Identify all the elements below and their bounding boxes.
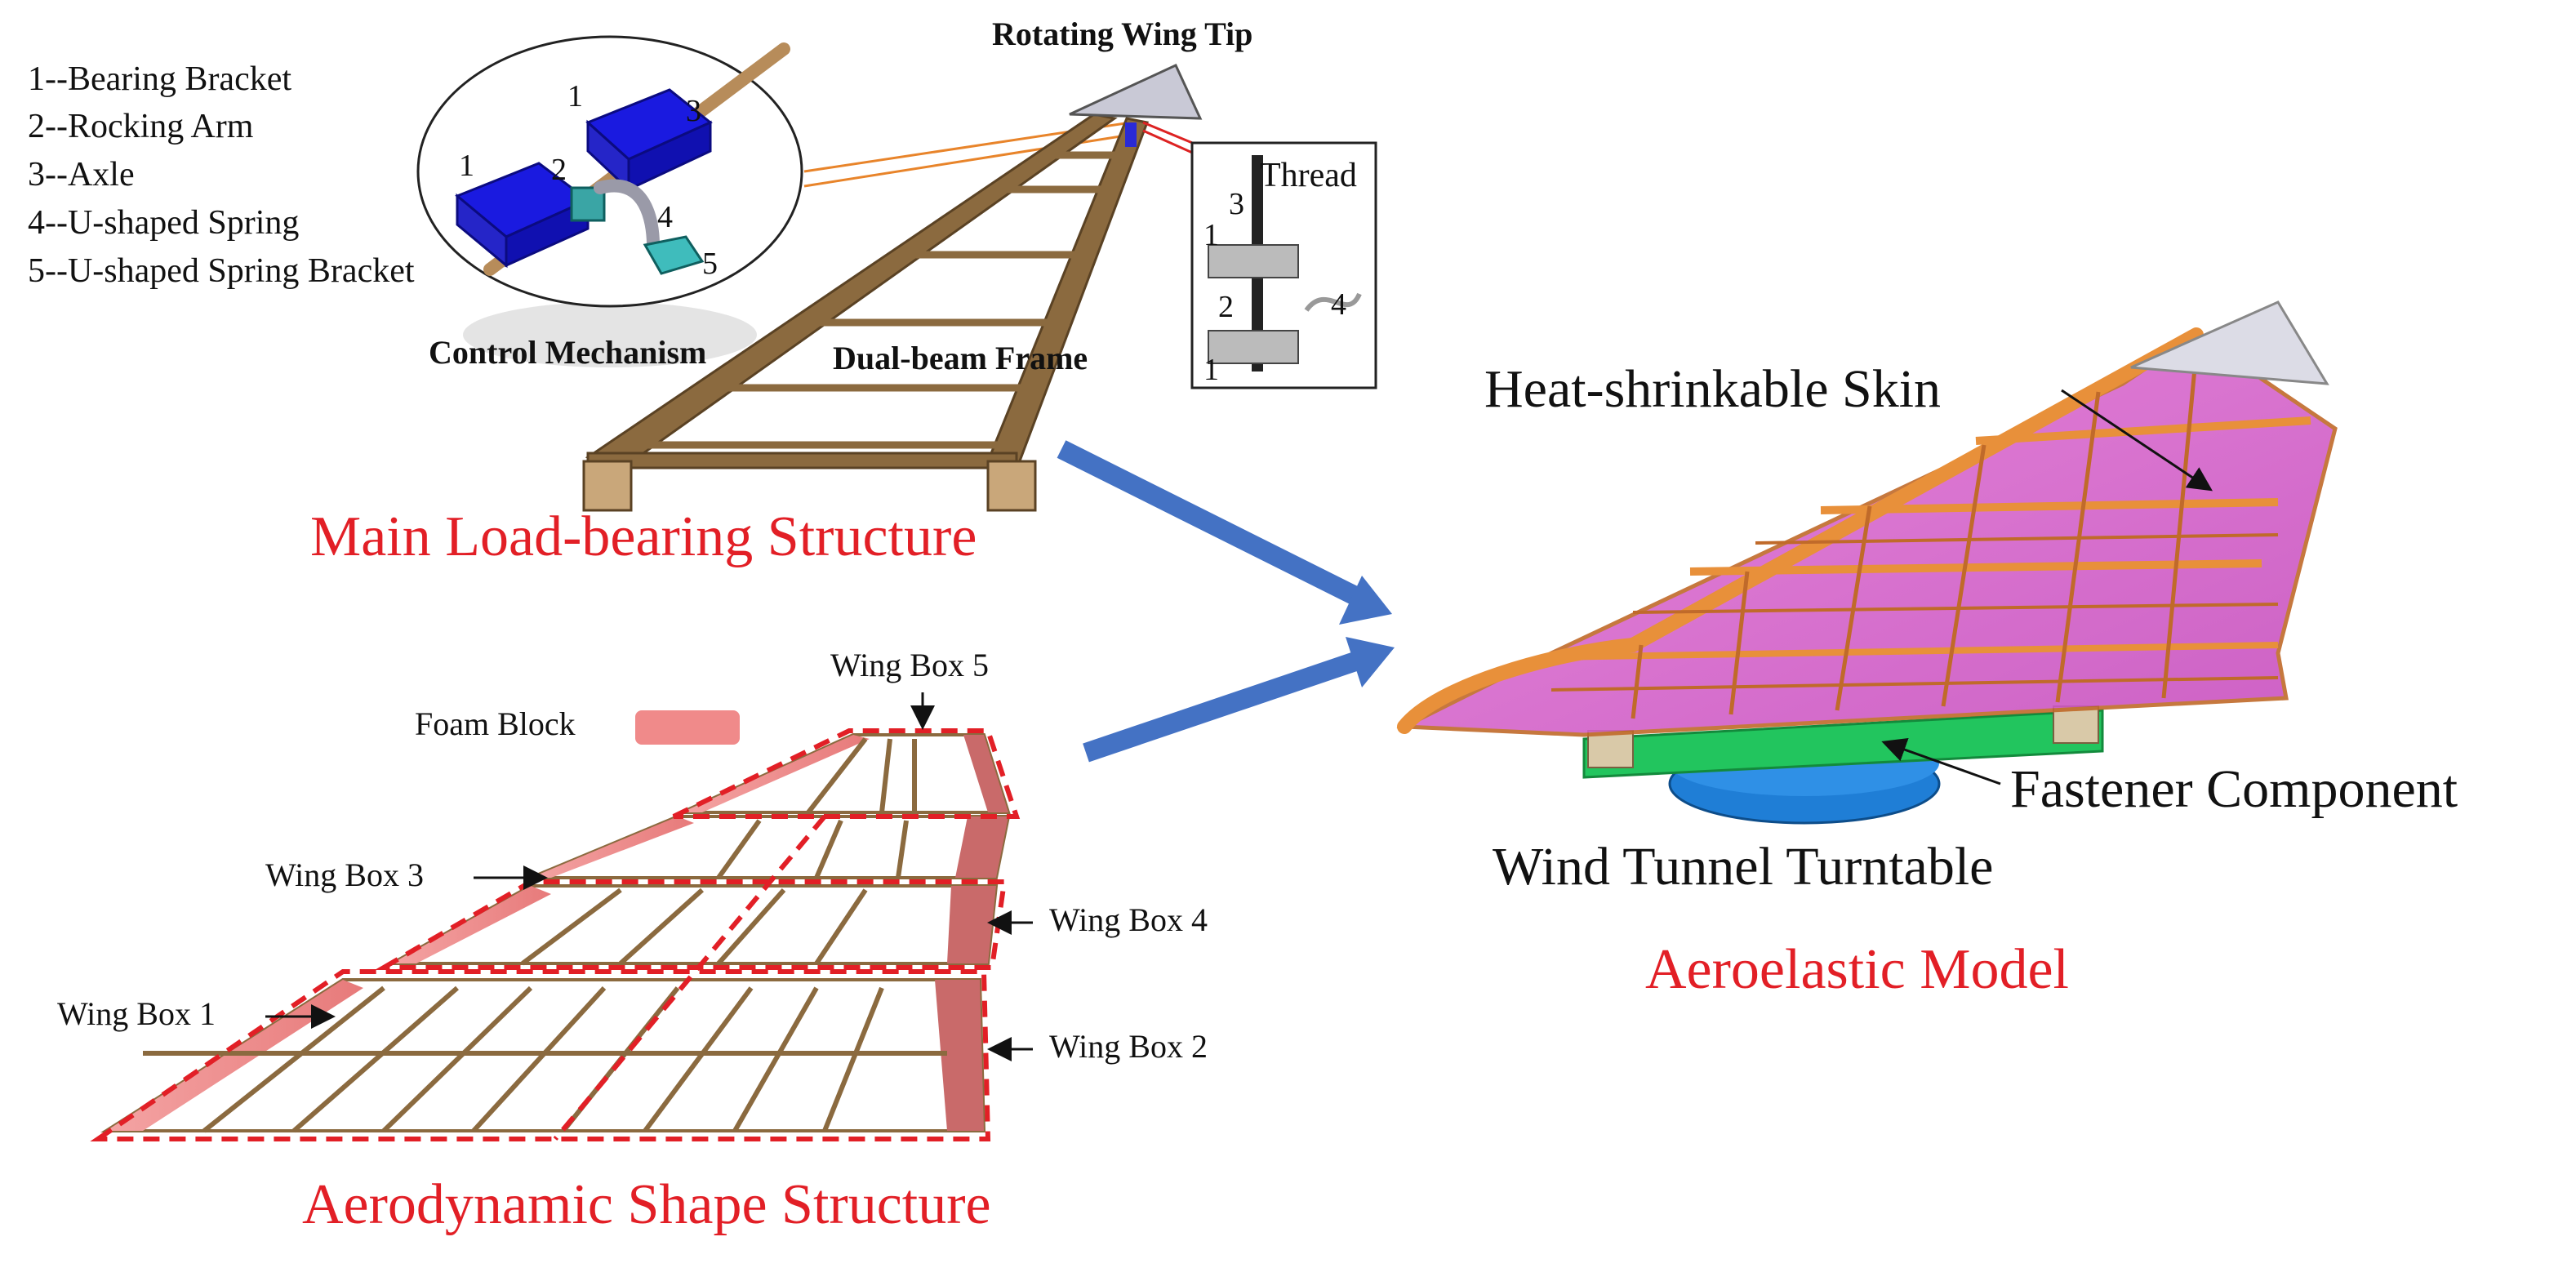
thread-bracket-lower xyxy=(1208,330,1299,364)
base-block-left xyxy=(582,460,633,512)
bearing-bracket-lower-drawing xyxy=(455,162,590,269)
wing-box-2-label: Wing Box 2 xyxy=(1049,1028,1208,1065)
arrow-lower-head xyxy=(1346,637,1395,687)
wing-box-3-label: Wing Box 3 xyxy=(265,856,424,893)
rotating-wing-tip-drawing xyxy=(1069,64,1203,120)
mechanism-callout-2: 2 xyxy=(551,153,567,187)
wing-box-labels: Wing Box 5 Wing Box 3 Wing Box 4 Wing Bo… xyxy=(57,647,1208,1065)
spring-bracket-drawing xyxy=(643,235,705,275)
control-mechanism-inset: 1 1 2 3 4 5 Control Mechanism xyxy=(416,35,803,371)
aeroelastic-model-drawing xyxy=(1396,300,2338,825)
rocking-arm-drawing xyxy=(570,186,606,222)
rotating-wing-tip-label: Rotating Wing Tip xyxy=(992,16,1252,52)
wing-box-5-label: Wing Box 5 xyxy=(830,647,989,683)
thread-callout-1b: 1 xyxy=(1203,353,1219,387)
dual-beam-frame-drawing xyxy=(582,64,1203,512)
aero-shape-caption: Aerodynamic Shape Structure xyxy=(302,1173,991,1236)
mechanism-callout-1b: 1 xyxy=(459,149,474,183)
legend-item-4: 4--U-shaped Spring xyxy=(28,204,299,242)
arrow-upper-shaft xyxy=(1057,440,1360,605)
mechanism-callout-5: 5 xyxy=(702,247,718,281)
legend-item-1: 1--Bearing Bracket xyxy=(28,60,291,98)
turntable-label: Wind Tunnel Turntable xyxy=(1493,837,1993,896)
thread-label: Thread xyxy=(1260,157,1357,194)
main-structure-caption: Main Load-bearing Structure xyxy=(310,505,977,568)
arrow-lower-shaft xyxy=(1083,652,1359,763)
base-block-right xyxy=(986,460,1037,512)
mechanism-callout-3: 3 xyxy=(686,94,701,128)
skin-leader xyxy=(2061,389,2213,492)
legend-item-5: 5--U-shaped Spring Bracket xyxy=(28,252,415,290)
wing-box-5-boundary xyxy=(672,728,1021,819)
fastener-label: Fastener Component xyxy=(2010,759,2458,819)
thread-callout-1a: 1 xyxy=(1203,218,1219,252)
aerodynamic-shape-drawing xyxy=(90,710,1021,1141)
thread-spring-drawing xyxy=(1304,292,1362,312)
wing-box-4-label: Wing Box 4 xyxy=(1049,901,1208,938)
legend-item-2: 2--Rocking Arm xyxy=(28,108,254,145)
foam-block-swatch xyxy=(635,710,740,745)
wing-box-3-4-boundary xyxy=(374,879,1008,970)
mechanism-callout-4: 4 xyxy=(657,200,673,234)
dual-beam-frame-label: Dual-beam Frame xyxy=(833,340,1088,376)
mechanism-callout-1a: 1 xyxy=(567,79,583,113)
flow-arrows xyxy=(1057,440,1395,763)
thread-callout-4: 4 xyxy=(1331,287,1346,322)
wing-box-1-label: Wing Box 1 xyxy=(57,995,216,1032)
skin-label: Heat-shrinkable Skin xyxy=(1484,359,1941,419)
thread-callout-2: 2 xyxy=(1218,290,1234,324)
thread-inset: Thread 3 1 2 4 1 xyxy=(1142,121,1377,389)
legend-item-3: 3--Axle xyxy=(28,156,135,194)
thread-callout-3: 3 xyxy=(1229,187,1244,221)
thread-bracket-upper xyxy=(1208,244,1299,278)
foam-trailing-edge xyxy=(935,980,984,1131)
u-spring-drawing xyxy=(594,179,660,251)
foam-block-label: Foam Block xyxy=(415,705,576,742)
model-wing-tip-drawing xyxy=(2130,300,2329,385)
wing-box-split-line xyxy=(553,815,827,1141)
fastener-drawing xyxy=(1582,709,2104,779)
fastener-leader xyxy=(1881,737,2001,785)
aeroelastic-caption: Aeroelastic Model xyxy=(1645,938,2069,1001)
wing-box-1-2-boundary xyxy=(90,969,991,1141)
component-legend: 1--Bearing Bracket 2--Rocking Arm 3--Axl… xyxy=(28,60,415,290)
arrow-upper-head xyxy=(1339,576,1392,625)
control-mechanism-title: Control Mechanism xyxy=(429,334,706,371)
ellipse-shadow xyxy=(463,302,757,367)
